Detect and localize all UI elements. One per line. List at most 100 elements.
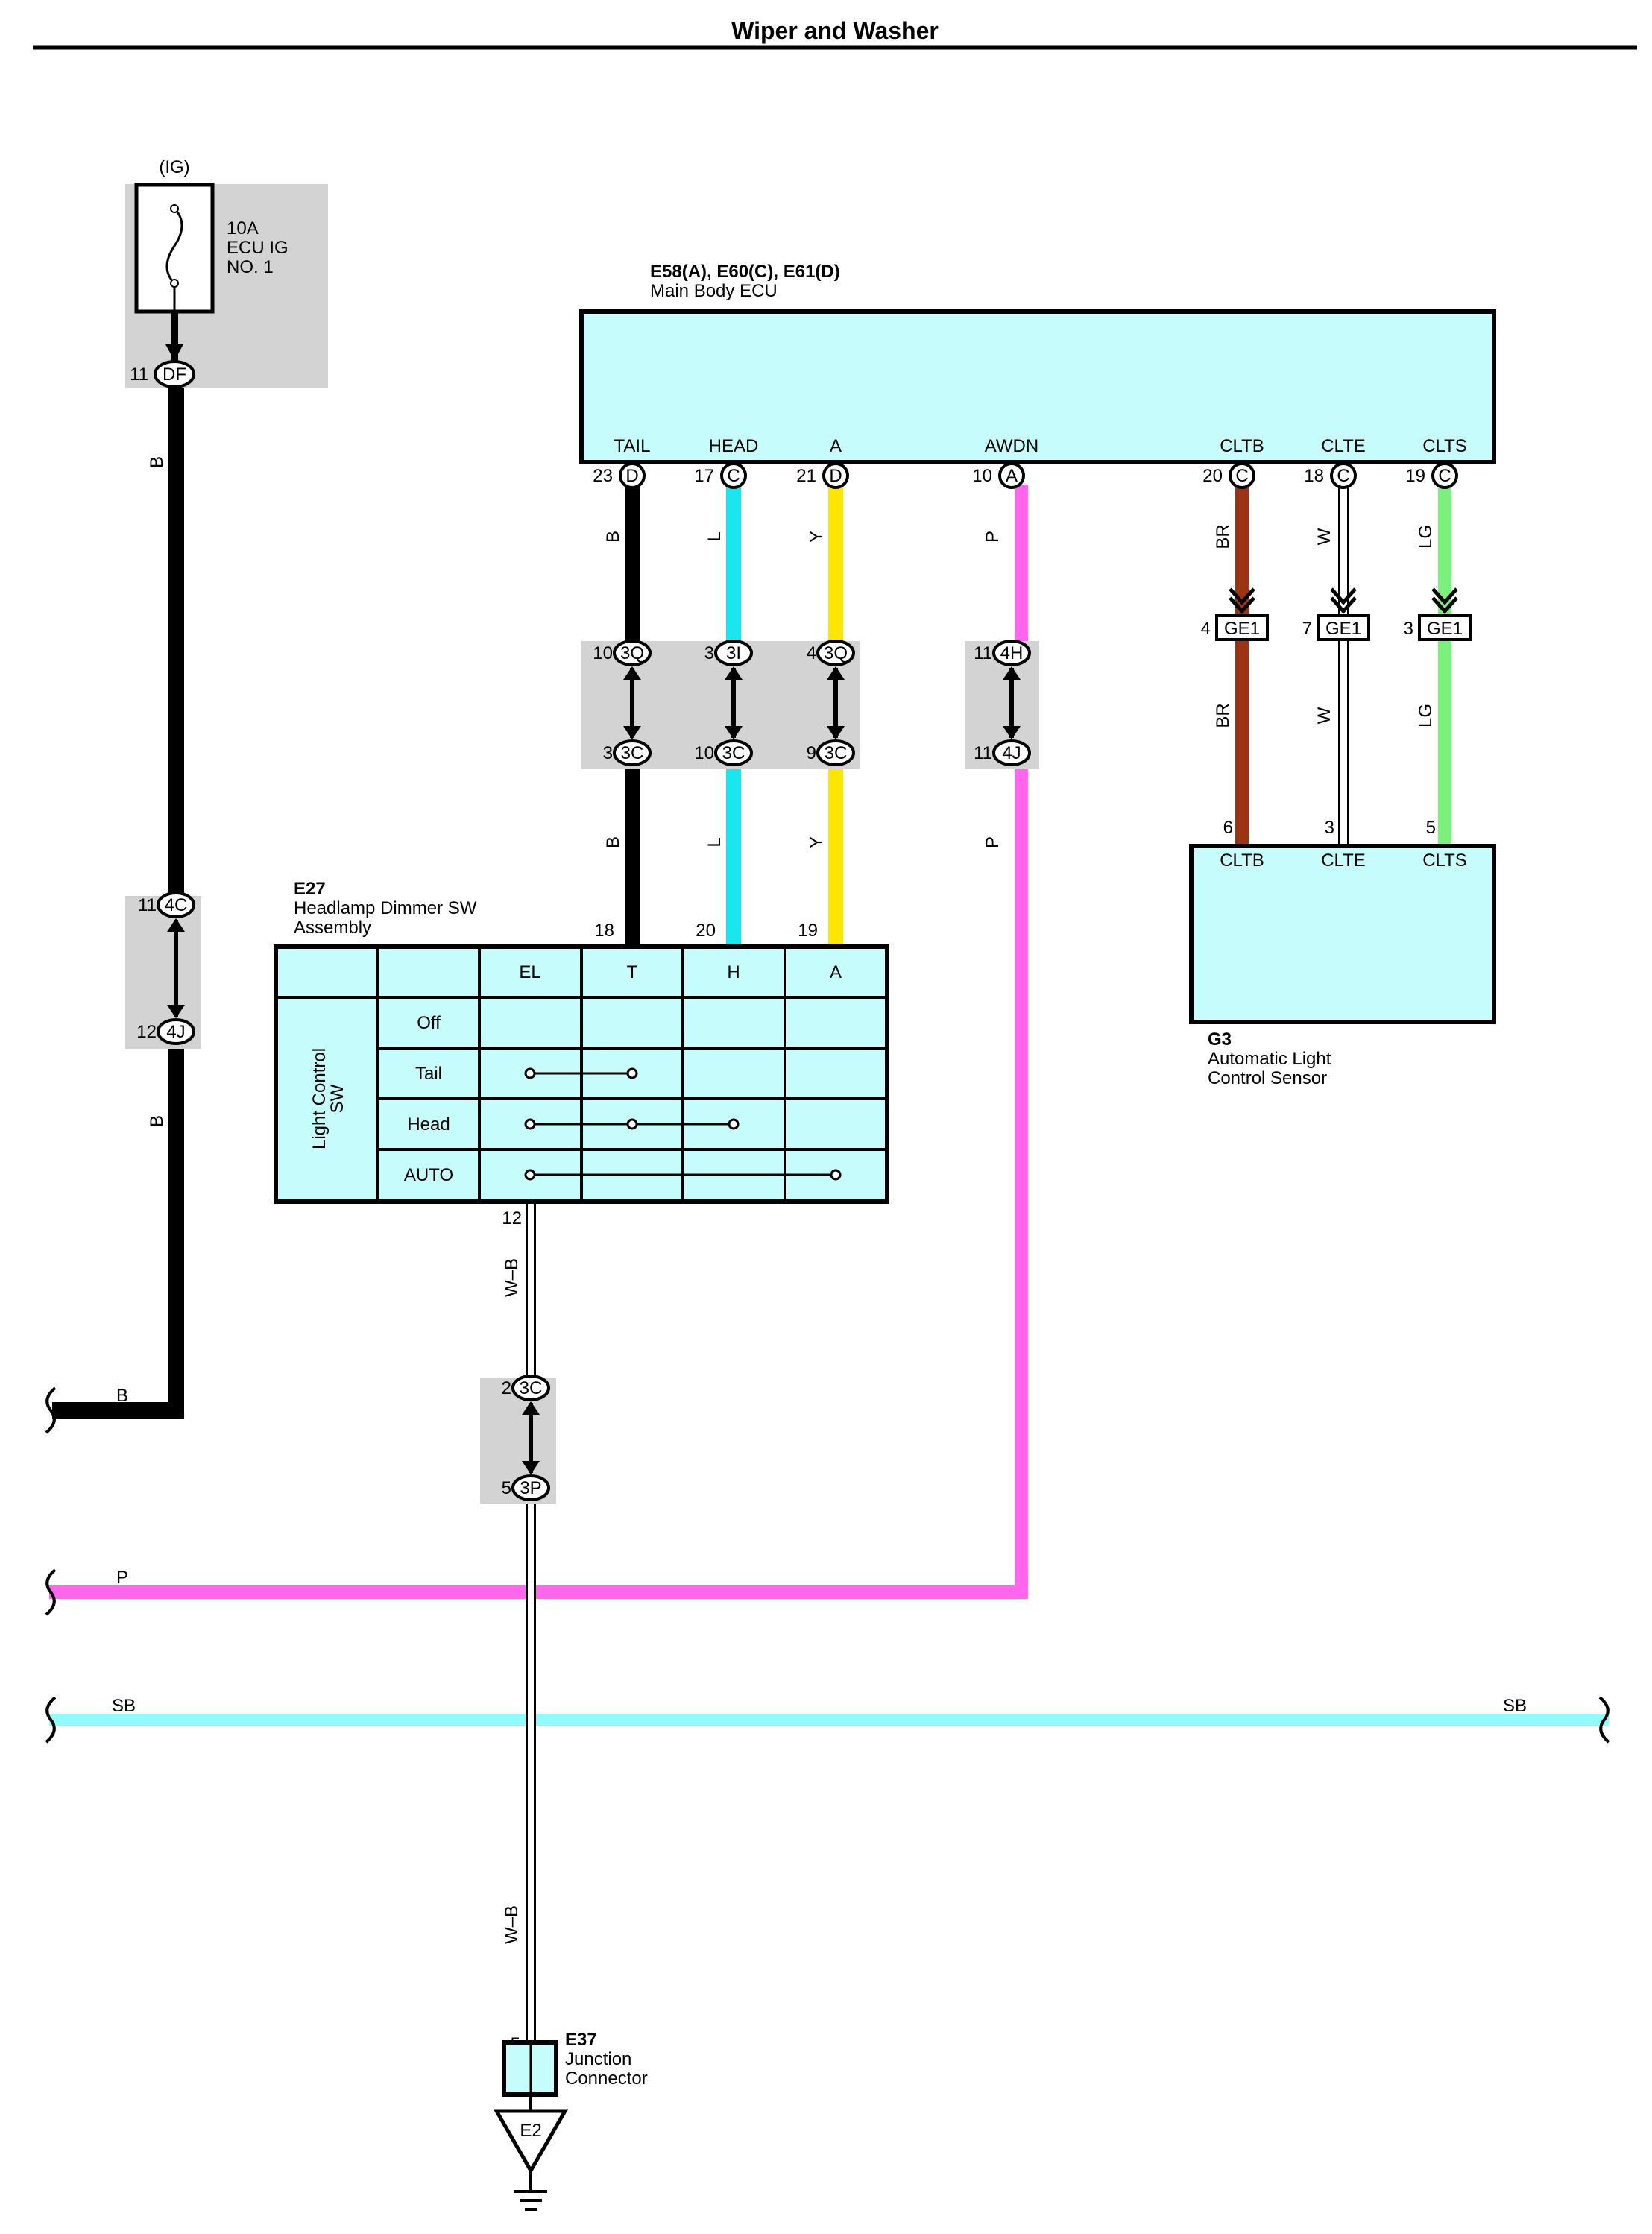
switch-contact-point (524, 1169, 536, 1181)
junction-top-connector (992, 640, 1031, 666)
wire-color-label: B (116, 1386, 128, 1406)
junction-bottom-pin: 11 (974, 743, 992, 763)
ecu-terminal-pin: 23 (593, 466, 613, 486)
arrow-down-icon (623, 726, 641, 739)
junction-top-connector (816, 640, 855, 666)
e37-code: E37 (565, 2030, 597, 2050)
junction-bottom-pin: 9 (807, 743, 816, 763)
fuse-rating: 10A (227, 218, 259, 239)
ge1-pin: 7 (1302, 619, 1312, 639)
arrow-down-icon (725, 726, 743, 739)
ge1-connector-box (1418, 614, 1472, 641)
switch-contact-point (524, 1118, 536, 1130)
switch-code: E27 (294, 879, 326, 899)
ecu-terminal-connector (1330, 462, 1357, 489)
ecu-terminal-connector-letter: C (1438, 466, 1451, 486)
arrow-down-icon (167, 1005, 185, 1018)
junction-bottom-connector (816, 739, 855, 766)
junction-bottom-connector-label: 3C (825, 743, 848, 763)
switch-contact-point (524, 1067, 536, 1079)
ecu-terminal-name: CLTE (1321, 436, 1366, 456)
wire-color-label: L (704, 837, 725, 847)
sensor-name-line1: Automatic Light (1208, 1049, 1331, 1069)
break-left-b (45, 1386, 57, 1434)
arrow-up-icon (725, 666, 743, 680)
switch-top-pin: 20 (696, 921, 716, 941)
switch-column-header: EL (519, 962, 540, 982)
switch-group-label-2: SW (327, 1084, 347, 1113)
switch-contact-point (626, 1118, 638, 1130)
junction-top-pin: 3 (704, 643, 714, 663)
ecu-terminal-name: TAIL (614, 436, 651, 456)
ge1-connector-label: GE1 (1325, 619, 1361, 639)
wire-color-label: W–B (502, 1905, 522, 1944)
chevron-down-icon (1229, 596, 1255, 614)
e37-name-line1: Junction (565, 2049, 631, 2069)
ge1-pin: 4 (1201, 619, 1211, 639)
ge1-connector-box (1215, 614, 1269, 641)
ecu-terminal-pin: 20 (1202, 466, 1223, 486)
wire-color-label: L (704, 531, 725, 541)
wire-color-label: P (116, 1568, 128, 1588)
sensor-name-line2: Control Sensor (1208, 1068, 1327, 1088)
switch-row-label: Off (417, 1013, 441, 1033)
wire-color-label: LG (1416, 525, 1436, 549)
wire-p-bus (49, 485, 1028, 1599)
ecu-terminal-connector-letter: A (1006, 466, 1018, 486)
break-right-sb (1598, 1696, 1610, 1744)
wire-b-left (52, 380, 184, 1419)
main-body-ecu: E58(A), E60(C), E61(D) Main Body ECU TAI… (579, 262, 1496, 489)
chevron-down-icon (1330, 596, 1357, 614)
fuse-source-label: (IG) (159, 157, 189, 177)
arrow-up-icon (1003, 666, 1021, 680)
junction-top-pin: 10 (593, 643, 613, 663)
ground-triangle (493, 2109, 569, 2175)
ecu-terminal-pin: 17 (694, 466, 714, 486)
switch-bottom-pin: 12 (502, 1208, 522, 1228)
junction-top-connector-label: 3C (520, 1378, 543, 1398)
wire-color-label: P (983, 531, 1003, 543)
sensor-terminal-name: CLTE (1321, 851, 1366, 871)
junction-top-connector-label: 4C (165, 895, 188, 915)
wire-color-label: B (603, 531, 623, 543)
ground-icon (514, 2171, 547, 2211)
switch-contact-point (830, 1169, 842, 1181)
ecu-terminal-pin: 21 (796, 466, 816, 486)
ecu-terminal-connector (998, 462, 1025, 489)
switch-top-pin: 19 (798, 921, 818, 941)
arrow-up-icon (623, 666, 641, 680)
ecu-terminal-connector-letter: D (625, 466, 638, 486)
wire-break-symbols (45, 1386, 1610, 1744)
junction-top-pin: 4 (807, 643, 816, 663)
fuse-connector: 11 DF (130, 360, 195, 388)
junction-top-pin: 11 (974, 643, 992, 663)
fuse-block: (IG) 10A ECU IG NO. 1 11 DF (125, 157, 328, 388)
junction-top-connector-label: 4H (1000, 643, 1024, 663)
junction-bottom-connector-label: 3C (621, 743, 644, 763)
ecu-terminal-name: CLTS (1422, 436, 1467, 456)
arrow-down-icon (1003, 726, 1021, 739)
fuse-name-line2: NO. 1 (227, 257, 274, 277)
junction-bottom-connector (613, 739, 652, 766)
ecu-terminal-connector (619, 462, 646, 489)
wire-color-label: B (147, 456, 167, 468)
switch-column-header: A (830, 962, 842, 982)
ecu-terminal-name: A (830, 436, 842, 456)
junction-bottom-connector-label: 3P (520, 1478, 541, 1498)
e37-name-line2: Connector (565, 2069, 648, 2089)
ecu-box (579, 309, 1496, 464)
ecu-code: E58(A), E60(C), E61(D) (650, 262, 840, 282)
arrow-down-icon (827, 726, 845, 739)
chevron-down-icon (1229, 587, 1255, 605)
arrow-up-icon (827, 666, 845, 680)
wire-color-label: B (603, 836, 623, 848)
switch-contact-point (626, 1067, 638, 1079)
svg-text:DF: DF (163, 365, 186, 385)
wire-color-label: P (983, 836, 1003, 848)
